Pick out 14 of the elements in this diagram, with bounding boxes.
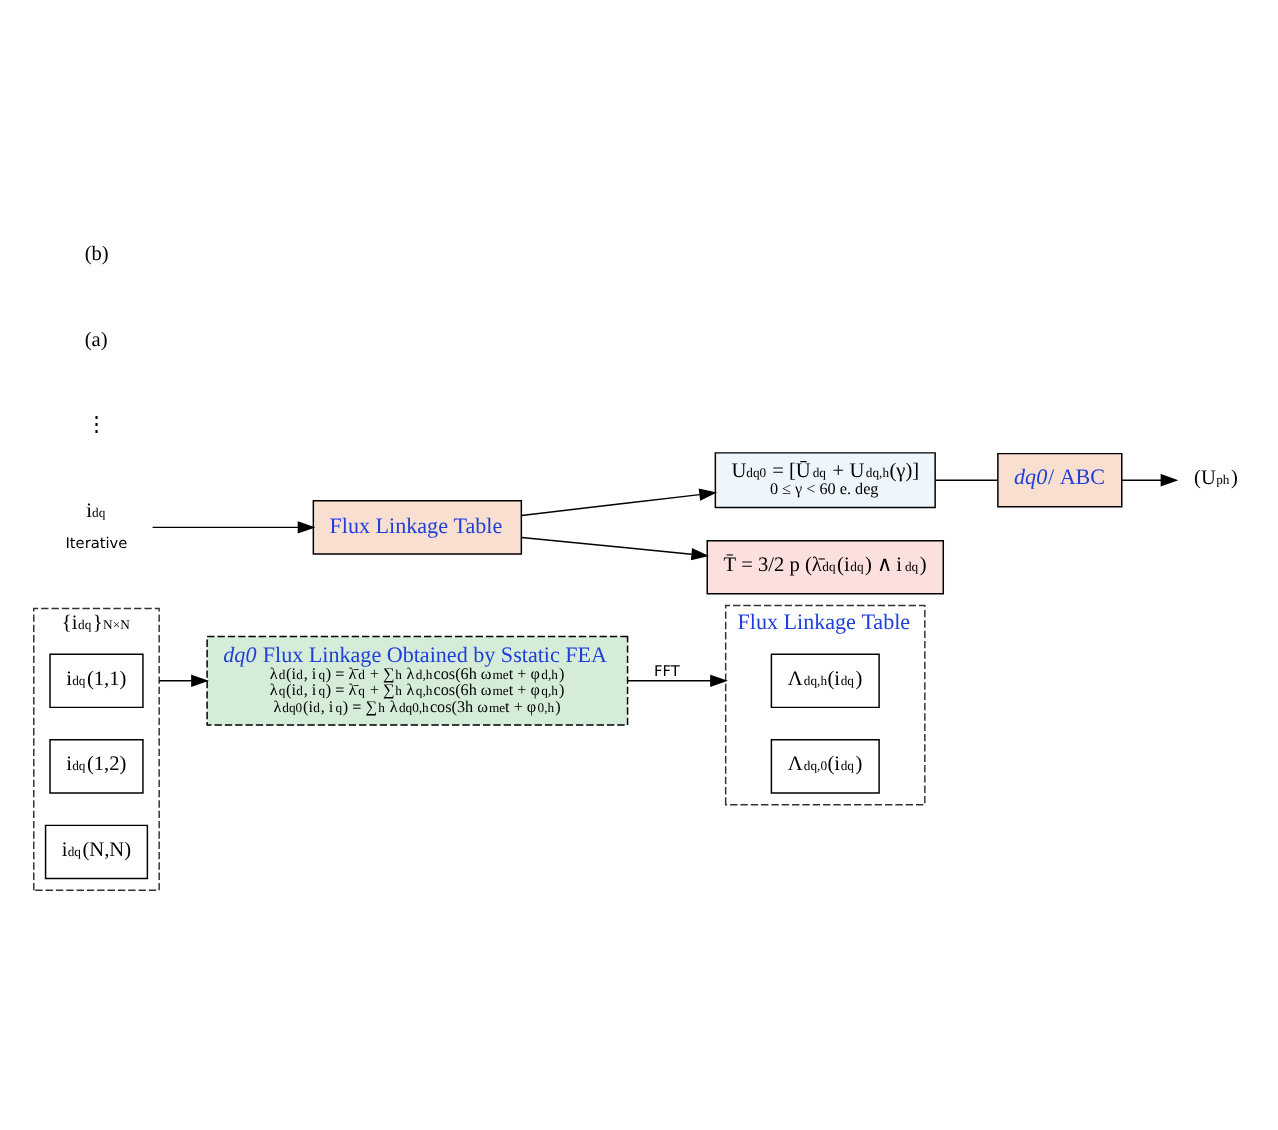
connector — [935, 479, 999, 481]
node-box: Flux Linkage Table — [312, 500, 523, 555]
node-box: dq0/ ABC — [997, 452, 1123, 508]
label: (a) — [84, 329, 108, 352]
arrow — [151, 521, 316, 534]
arrow — [158, 674, 209, 687]
arrow — [520, 488, 718, 517]
label: ⋮ — [86, 415, 107, 438]
arrow — [520, 536, 710, 561]
node-label: Iterative — [65, 534, 128, 553]
arrow — [1121, 473, 1179, 487]
label: (b) — [84, 243, 109, 266]
edge-label: FFT — [654, 662, 680, 681]
arrow — [627, 674, 728, 687]
